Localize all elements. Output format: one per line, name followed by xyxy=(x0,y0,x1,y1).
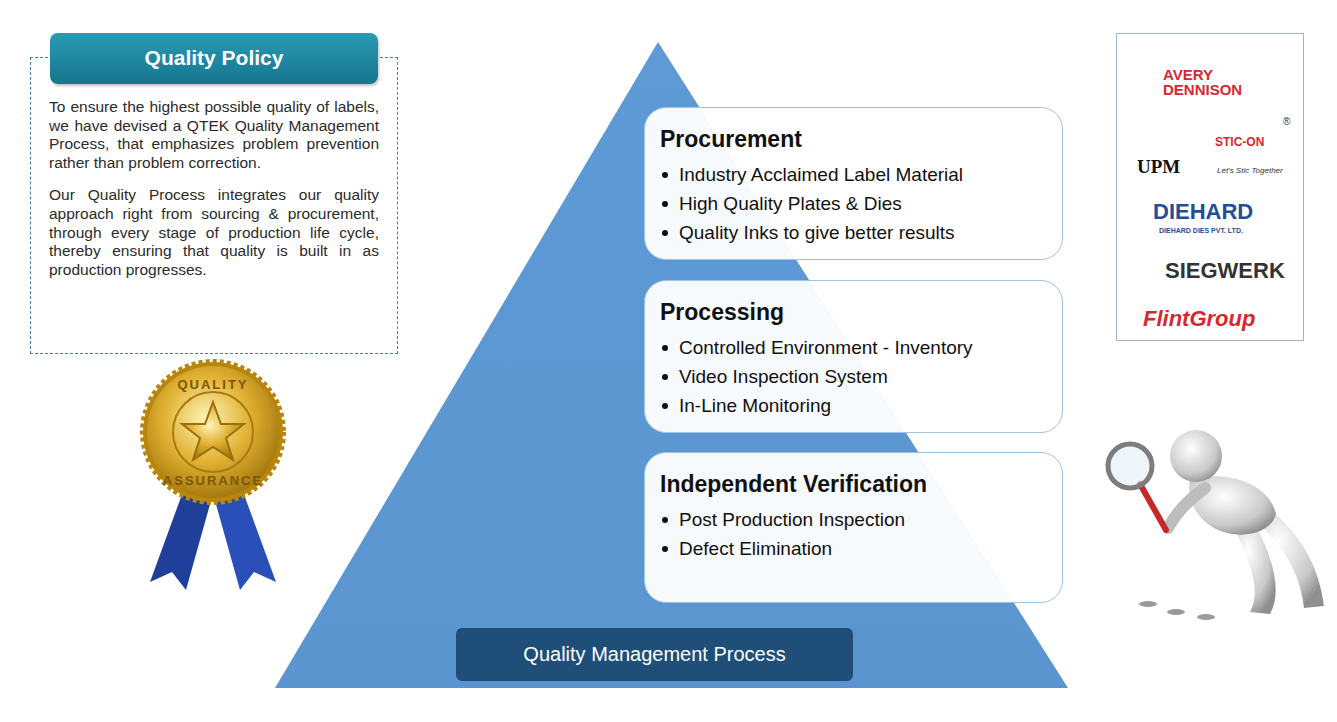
logo-text: AVERY DENNISON xyxy=(1163,67,1243,97)
logo-text: SIEGWERK xyxy=(1165,258,1285,283)
inspector-figure xyxy=(1108,430,1324,620)
logo-text: FlintGroup xyxy=(1143,306,1255,331)
logo-text: Let's Stic Together xyxy=(1217,166,1283,175)
logo-text: DIEHARD DIES PVT. LTD. xyxy=(1159,227,1243,235)
bullet-item: Quality Inks to give better results xyxy=(660,218,1048,247)
bullet-item: Video Inspection System xyxy=(660,362,1048,391)
logo-text: ® xyxy=(1283,116,1290,128)
bullet-item: In-Line Monitoring xyxy=(660,391,1048,420)
policy-paragraph: To ensure the highest possible quality o… xyxy=(49,98,379,172)
logo-text: STIC-ON xyxy=(1215,135,1264,149)
policy-paragraph: Our Quality Process integrates our quali… xyxy=(49,186,379,279)
medal-text: ASSURANCE xyxy=(163,473,263,488)
pyramid-title: Quality Management Process xyxy=(523,643,785,666)
logo-text: UPM xyxy=(1137,156,1180,178)
pyramid-title-box: Quality Management Process xyxy=(456,628,853,681)
stage-heading: Procurement xyxy=(660,124,1048,154)
medal-text: QUALITY xyxy=(177,377,248,392)
logo-text: DIEHARD xyxy=(1153,199,1253,224)
bullet-item: Industry Acclaimed Label Material xyxy=(660,160,1048,189)
stage-box: ProcurementIndustry Acclaimed Label Mate… xyxy=(644,107,1063,260)
stage-box: Independent VerificationPost Production … xyxy=(644,452,1063,603)
policy-heading: Quality Policy xyxy=(145,49,284,68)
stage-box: ProcessingControlled Environment - Inven… xyxy=(644,280,1063,433)
bullet-item: Defect Elimination xyxy=(660,534,1048,563)
policy-box: Quality PolicyTo ensure the highest poss… xyxy=(30,57,398,354)
bullet-item: Post Production Inspection xyxy=(660,505,1048,534)
policy-heading-tab: Quality Policy xyxy=(50,33,378,84)
quality-medal xyxy=(143,362,283,590)
bullet-item: Controlled Environment - Inventory xyxy=(660,333,1048,362)
stage-heading: Independent Verification xyxy=(660,469,1048,499)
partner-logo-panel: AVERY DENNISON UPM STIC-ON ® Let's Stic Toge… xyxy=(1116,33,1304,341)
bullet-item: High Quality Plates & Dies xyxy=(660,189,1048,218)
stage-heading: Processing xyxy=(660,297,1048,327)
